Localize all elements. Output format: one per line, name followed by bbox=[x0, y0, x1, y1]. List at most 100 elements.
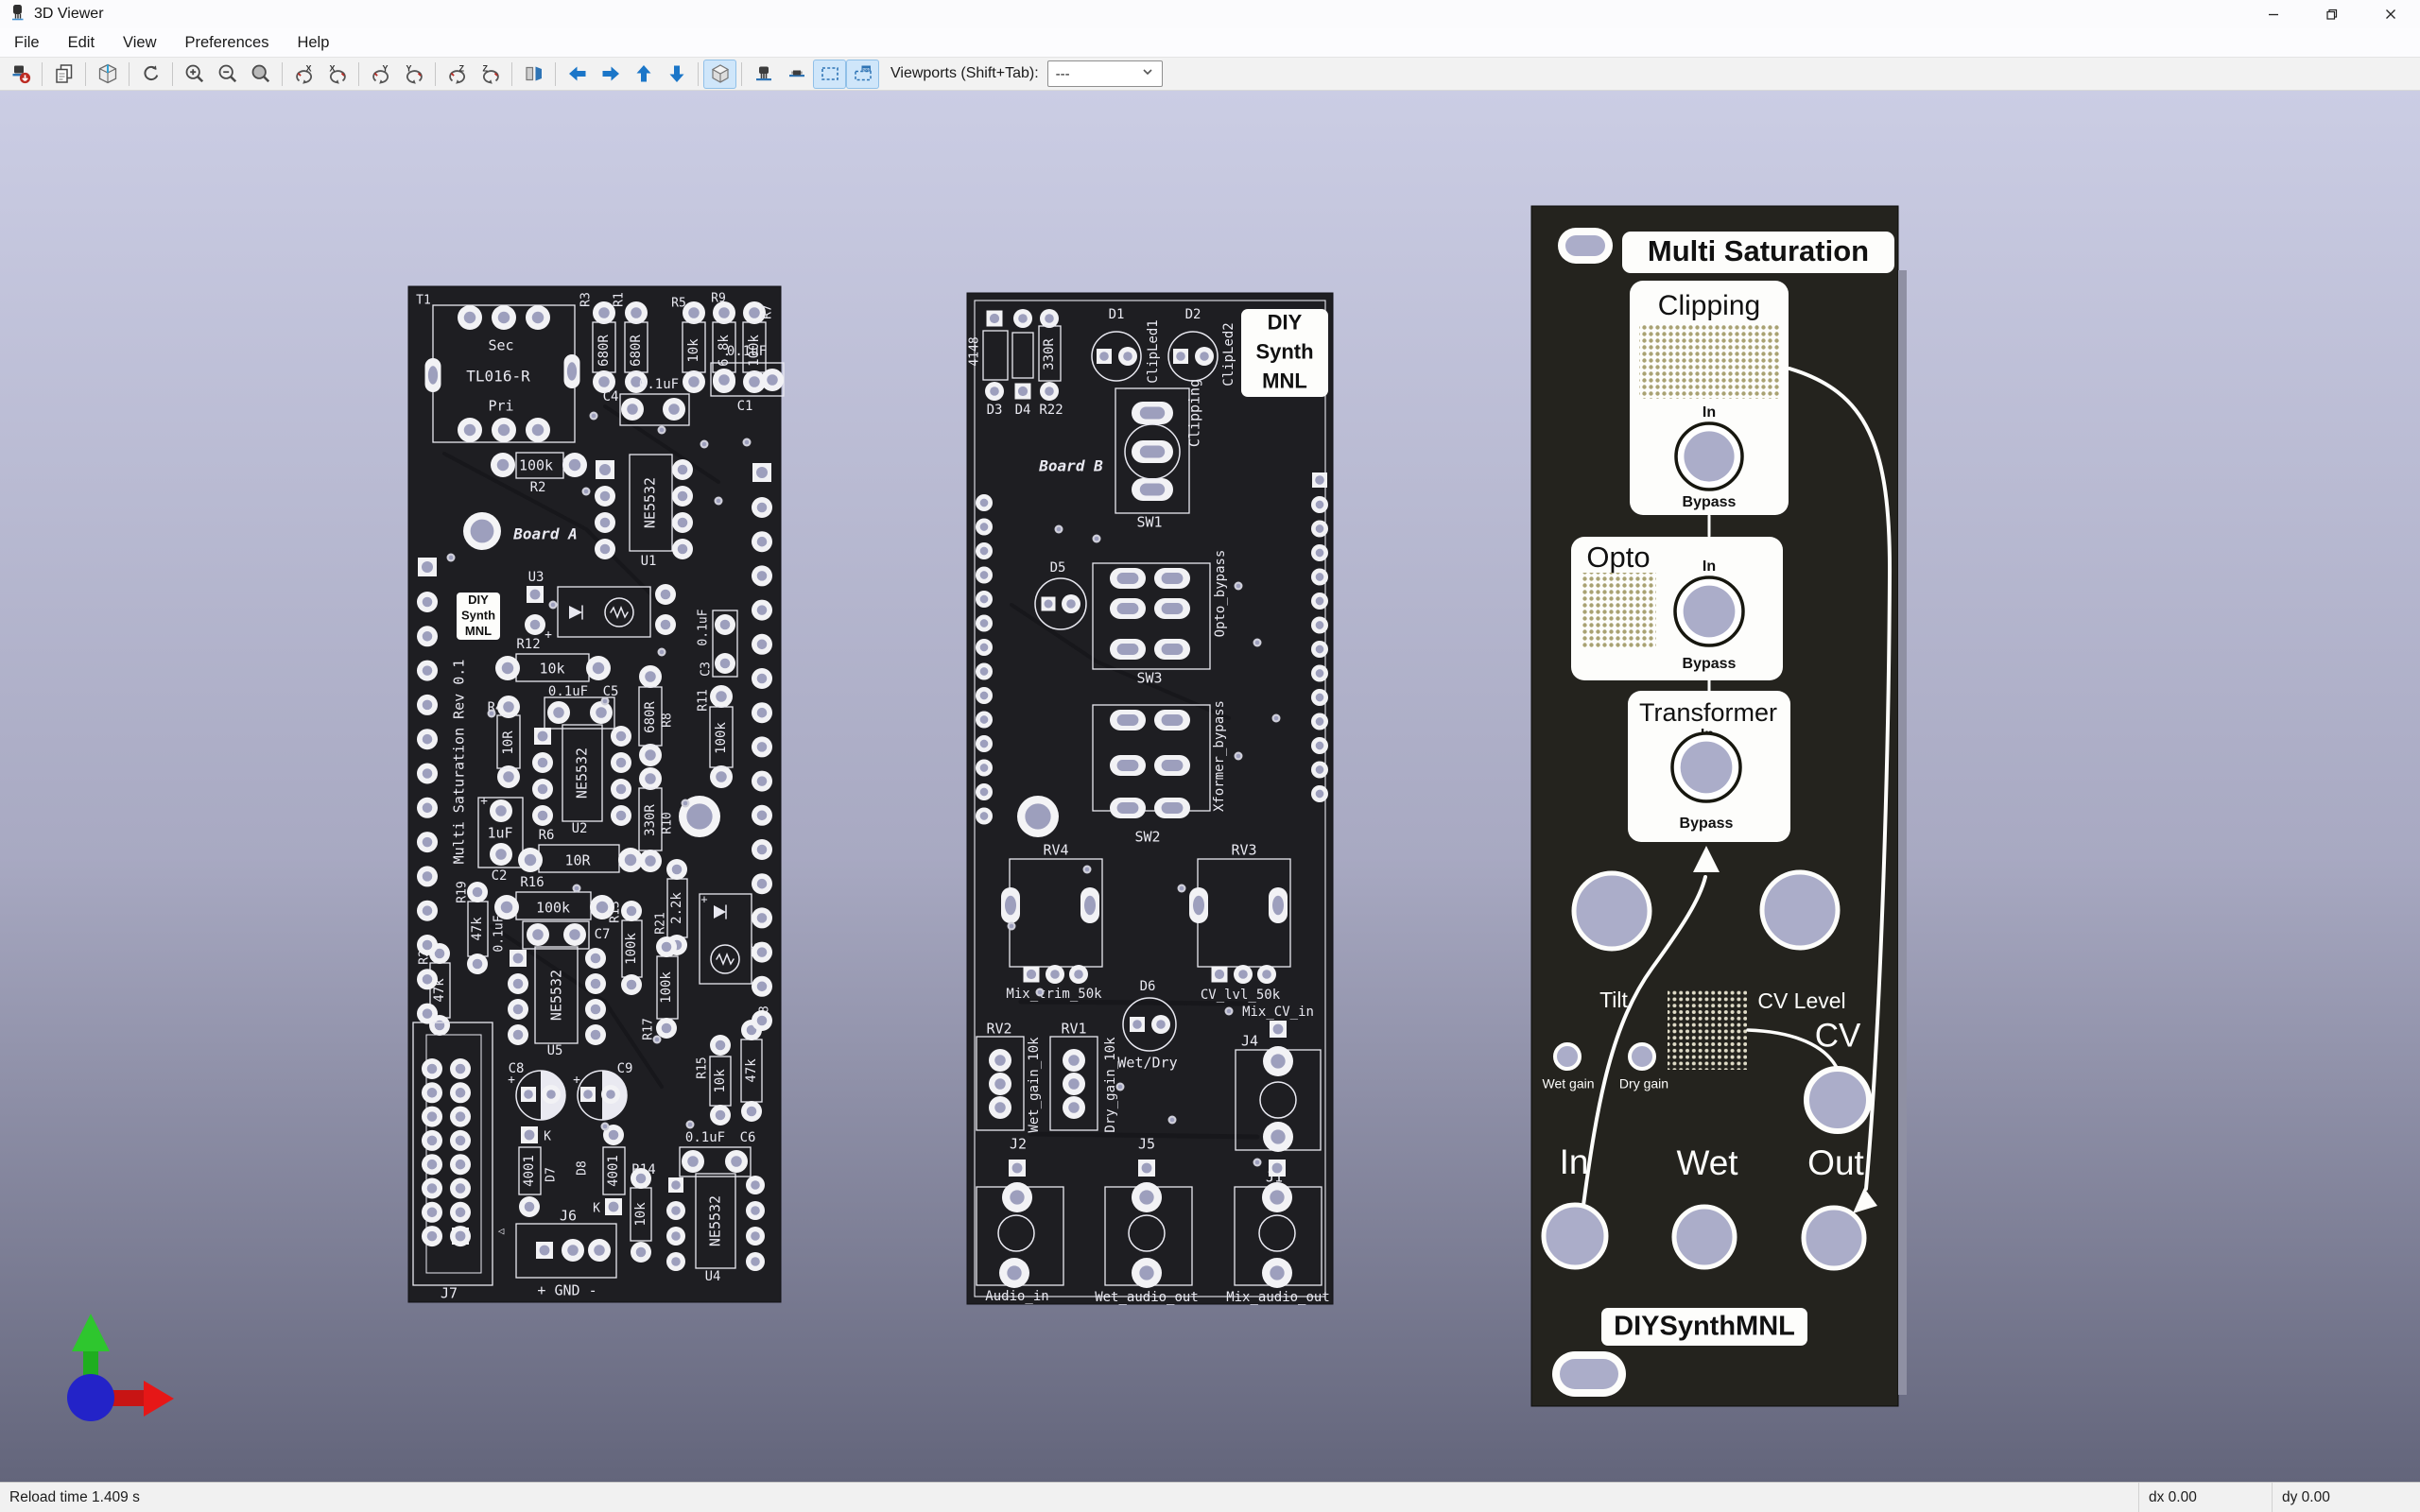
move-left-icon bbox=[568, 66, 585, 81]
svg-text:NE5532: NE5532 bbox=[642, 477, 659, 528]
svg-text:0.1uF: 0.1uF bbox=[727, 344, 767, 359]
svg-text:Board B: Board B bbox=[1038, 457, 1103, 475]
rotate-y-ccw-button[interactable]: Y bbox=[364, 60, 397, 89]
svg-text:SW3: SW3 bbox=[1136, 670, 1162, 687]
svg-text:DIY: DIY bbox=[468, 593, 489, 607]
restore-button[interactable] bbox=[2303, 0, 2361, 28]
viewports-value: --- bbox=[1055, 65, 1070, 82]
svg-text:Multi Saturation: Multi Saturation bbox=[1648, 234, 1869, 267]
svg-text:+: + bbox=[573, 1074, 580, 1088]
rotate-z-ccw-button[interactable]: Z bbox=[441, 60, 474, 89]
svg-text:Sec: Sec bbox=[488, 337, 513, 354]
minimize-button[interactable] bbox=[2244, 0, 2303, 28]
svg-text:D7: D7 bbox=[544, 1167, 559, 1182]
chevron-down-icon bbox=[1141, 65, 1154, 82]
flip-board-icon bbox=[525, 66, 542, 81]
svg-text:Bypass: Bypass bbox=[1680, 816, 1734, 832]
toolbar-separator bbox=[358, 61, 359, 86]
show-virtual-models-button[interactable] bbox=[813, 59, 846, 89]
svg-text:MNL: MNL bbox=[465, 624, 492, 638]
svg-text:X: X bbox=[329, 64, 335, 74]
show-pos-models-button[interactable]: pos bbox=[846, 59, 879, 89]
svg-text:C5: C5 bbox=[603, 684, 619, 699]
svg-text:10R: 10R bbox=[564, 852, 591, 869]
app-icon bbox=[9, 3, 26, 26]
svg-text:Opto_bypass: Opto_bypass bbox=[1213, 550, 1228, 638]
svg-text:Mix_trim_50k: Mix_trim_50k bbox=[1006, 987, 1102, 1002]
move-right-button[interactable] bbox=[594, 60, 627, 89]
menu-view[interactable]: View bbox=[123, 33, 157, 51]
svg-text:100k: 100k bbox=[536, 900, 570, 917]
rotate-y-cw-button[interactable]: Y bbox=[397, 60, 430, 89]
svg-text:SW1: SW1 bbox=[1136, 514, 1162, 531]
svg-text:Z: Z bbox=[458, 64, 464, 74]
rotate-z-ccw-icon: Z bbox=[448, 64, 465, 84]
svg-text:D4: D4 bbox=[1015, 403, 1031, 418]
viewports-dropdown[interactable]: --- bbox=[1046, 60, 1163, 87]
zoom-fit-button[interactable] bbox=[244, 60, 277, 89]
svg-text:Y: Y bbox=[406, 64, 411, 74]
svg-text:RV4: RV4 bbox=[1043, 842, 1068, 859]
svg-text:NE5532: NE5532 bbox=[707, 1195, 724, 1246]
svg-text:R17: R17 bbox=[642, 1018, 656, 1040]
svg-text:RV2: RV2 bbox=[986, 1021, 1011, 1038]
svg-text:R9: R9 bbox=[711, 292, 726, 306]
close-button[interactable] bbox=[2361, 0, 2420, 28]
rotate-x-cw-icon: X bbox=[329, 64, 346, 84]
move-up-button[interactable] bbox=[627, 60, 660, 89]
redraw-icon bbox=[143, 65, 158, 81]
rotate-x-ccw-button[interactable]: X bbox=[287, 60, 320, 89]
svg-text:Transformer: Transformer bbox=[1639, 698, 1777, 727]
rotate-z-cw-button[interactable]: Z bbox=[474, 60, 507, 89]
svg-text:◁: ◁ bbox=[498, 1225, 505, 1237]
menu-help[interactable]: Help bbox=[297, 33, 330, 51]
svg-text:R2: R2 bbox=[530, 480, 546, 495]
flip-board-button[interactable] bbox=[517, 60, 550, 89]
menu-preferences[interactable]: Preferences bbox=[184, 33, 269, 51]
svg-text:47k: 47k bbox=[470, 917, 485, 941]
render-options-button[interactable] bbox=[91, 60, 124, 89]
svg-text:Z: Z bbox=[482, 64, 488, 74]
svg-text:680R: 680R bbox=[596, 335, 612, 367]
show-th-models-button[interactable] bbox=[747, 60, 780, 89]
svg-text:6.8k: 6.8k bbox=[717, 335, 732, 367]
svg-text:D3: D3 bbox=[987, 403, 1003, 418]
move-down-button[interactable] bbox=[660, 60, 693, 89]
menu-file[interactable]: File bbox=[14, 33, 40, 51]
svg-text:TL016-R: TL016-R bbox=[466, 368, 530, 386]
rotate-x-cw-button[interactable]: X bbox=[320, 60, 354, 89]
show-smd-models-button[interactable] bbox=[780, 60, 813, 89]
svg-text:Wet/Dry: Wet/Dry bbox=[1117, 1055, 1177, 1072]
svg-text:DIYSynthMNL: DIYSynthMNL bbox=[1614, 1312, 1795, 1342]
reload-board-button[interactable] bbox=[4, 60, 37, 89]
svg-text:Multi Saturation Rev 0.1: Multi Saturation Rev 0.1 bbox=[451, 660, 468, 865]
svg-text:R7: R7 bbox=[761, 304, 775, 319]
move-left-button[interactable] bbox=[561, 60, 594, 89]
menu-edit[interactable]: Edit bbox=[67, 33, 95, 51]
show-pos-models-icon: pos bbox=[854, 65, 872, 81]
reload-board-icon bbox=[12, 65, 30, 84]
svg-text:CV_lvl_50k: CV_lvl_50k bbox=[1201, 988, 1281, 1003]
svg-text:D2: D2 bbox=[1185, 307, 1201, 322]
ortho-projection-button[interactable] bbox=[703, 59, 736, 89]
svg-text:10k: 10k bbox=[686, 338, 701, 363]
rotate-z-cw-icon: Z bbox=[482, 64, 499, 84]
toolbar-separator bbox=[555, 61, 556, 86]
svg-text:R22: R22 bbox=[1039, 403, 1063, 418]
copy-image-button[interactable] bbox=[47, 60, 80, 89]
svg-text:0.1uF: 0.1uF bbox=[493, 915, 507, 952]
svg-text:R11: R11 bbox=[697, 689, 711, 711]
svg-text:0.1uF: 0.1uF bbox=[639, 377, 679, 392]
ortho-projection-icon bbox=[711, 64, 729, 83]
rotate-y-cw-icon: Y bbox=[406, 64, 423, 84]
svg-text:ClipLed2: ClipLed2 bbox=[1221, 322, 1236, 386]
zoom-fit-icon bbox=[251, 64, 269, 83]
svg-text:Wet: Wet bbox=[1676, 1143, 1738, 1182]
zoom-out-button[interactable] bbox=[211, 60, 244, 89]
zoom-in-button[interactable] bbox=[178, 60, 211, 89]
window-controls bbox=[2244, 0, 2420, 28]
svg-text:0.1uF: 0.1uF bbox=[685, 1130, 725, 1145]
redraw-button[interactable] bbox=[134, 60, 167, 89]
